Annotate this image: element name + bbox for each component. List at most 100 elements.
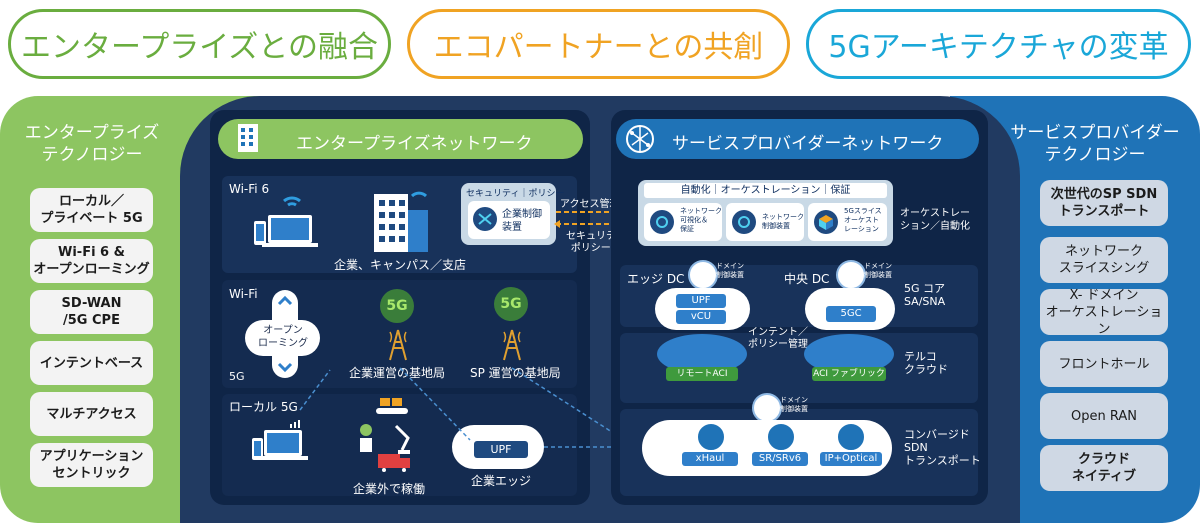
security-mgmt-line2: ポリシー管理 <box>570 243 631 254</box>
right-item-line: スライスシング <box>1058 261 1150 276</box>
left-item-wifi6: Wi-Fi 6 & オープンローミング <box>30 239 153 283</box>
office-building-icon <box>372 186 432 256</box>
intent-line1: インテント／ <box>748 327 808 338</box>
orch-line: 制御装置 <box>762 222 790 230</box>
core-line2: SA/SNA <box>904 295 946 308</box>
right-item-line: ネイティブ <box>1072 469 1136 484</box>
left-item-multiaccess: マルチアクセス <box>30 392 153 436</box>
left-title-line1: エンタープライズ <box>24 123 160 143</box>
left-item-local5g: ローカル／ プライベート 5G <box>30 188 153 232</box>
edge-upf-label: UPF <box>490 443 512 456</box>
orch-line: ネットワーク <box>680 207 722 215</box>
enterprise-edge-label: 企業エッジ <box>471 474 532 488</box>
srv6-box: SR/SRv6 <box>752 452 808 466</box>
campus-label: 企業、キャンパス／支店 <box>334 258 467 272</box>
upf-box: UPF <box>676 294 726 308</box>
left-item-line: SD-WAN <box>61 296 122 311</box>
orchestration-bar: 自動化｜オーケストレーション｜保証 <box>644 183 887 198</box>
aci-fabric-box: ACI ファブリック <box>812 367 886 381</box>
right-item-line: トランスポート <box>1058 204 1150 219</box>
sp-globe-icon <box>624 123 656 159</box>
left-item-line: Wi-Fi 6 & <box>58 245 125 260</box>
intent-label: インテント／ ポリシー管理 <box>748 327 808 351</box>
left-item-appcentric: アプリケーションセントリック <box>30 443 153 487</box>
right-item-xdomain: X- ドメインオーケストレーション <box>1040 288 1168 337</box>
wifi6-label: Wi-Fi 6 <box>229 182 270 196</box>
building-icon <box>236 122 260 158</box>
srv6-router-icon <box>768 424 794 450</box>
open-roaming-cloud <box>245 320 320 356</box>
vcu-label: vCU <box>690 311 712 322</box>
left-item-line: /5G CPE <box>63 313 120 328</box>
pill-ecopartner: エコパートナーとの共創 <box>407 9 790 79</box>
left-item-sdwan: SD-WAN/5G CPE <box>30 290 153 334</box>
edge-dc-label: エッジ DC <box>627 272 685 286</box>
left-item-line: セントリック <box>52 466 131 481</box>
5g-badge-sp: 5G <box>494 287 528 321</box>
right-item-line: クラウド <box>1077 452 1130 467</box>
transport-domain-controller-icon <box>752 393 782 423</box>
sp-tower-icon <box>498 326 526 366</box>
enterprise-title: エンタープライズネットワーク <box>296 134 533 154</box>
pill-enterprise-label: エンタープライズとの融合 <box>21 30 378 65</box>
open-roaming-line1: オープン <box>263 325 303 336</box>
access-mgmt-label: アクセス管理 <box>560 199 620 210</box>
orch-slice-label: 5Gスライス オーケスト レーション <box>844 207 882 234</box>
orch-line: 保証 <box>680 225 694 233</box>
local5g-label: ローカル 5G <box>229 400 298 414</box>
right-item-line: Open RAN <box>1071 408 1137 424</box>
orch-side-line1: オーケストレー <box>900 208 970 219</box>
left-item-line: プライベート 5G <box>40 211 143 226</box>
central-domain-label: ドメイン 制御装置 <box>864 262 892 280</box>
orch-side-line2: ション／自動化 <box>900 221 970 232</box>
orch-visibility-label: ネットワーク 可視化＆ 保証 <box>680 207 722 234</box>
security-mgmt-line1: セキュリティ／ <box>566 231 636 242</box>
controller-label-line1: 企業制御 <box>502 209 542 220</box>
slice-cube-icon <box>812 208 840 240</box>
laptop-icon <box>254 193 326 253</box>
telco-line1: テルコ <box>904 350 937 363</box>
right-title: サービスプロバイダー テクノロジー <box>1010 122 1180 166</box>
left-item-line: アプリケーション <box>39 449 144 464</box>
ipoptical-box: IP+Optical <box>820 452 882 466</box>
sp-station-label: SP 運営の基地局 <box>470 366 561 380</box>
transport-domain-label: ドメイン 制御装置 <box>780 396 808 414</box>
5gc-box: 5GC <box>826 306 876 322</box>
left-item-line: オープンローミング <box>33 262 150 277</box>
left-item-line: マルチアクセス <box>46 406 137 422</box>
right-title-line1: サービスプロバイダー <box>1010 123 1180 143</box>
orch-controller-label: ネットワーク 制御装置 <box>762 213 804 231</box>
remote-aci-box: リモートACI <box>666 367 738 381</box>
controller-icon <box>472 206 498 236</box>
controller-gear-icon <box>730 208 758 240</box>
5g-badge-text: 5G <box>500 296 522 312</box>
domain-line2: 制御装置 <box>780 405 808 413</box>
xhaul-label: xHaul <box>695 453 725 464</box>
domain-line1: ドメイン <box>780 396 808 404</box>
conv-line2: SDN <box>904 441 928 454</box>
central-dc-label: 中央 DC <box>784 272 830 286</box>
visibility-gear-icon <box>648 208 676 240</box>
orch-line: 5Gスライス <box>844 207 882 215</box>
srv6-label: SR/SRv6 <box>758 453 802 464</box>
left-item-intent: インテントベース <box>30 341 153 385</box>
right-item-cloudnative: クラウドネイティブ <box>1040 445 1168 491</box>
wifi-label: Wi-Fi <box>229 287 258 301</box>
5g-badge-text: 5G <box>386 298 408 314</box>
sp-title-bar <box>616 119 979 159</box>
local-laptop-icon <box>252 418 314 472</box>
domain-line1: ドメイン <box>864 262 892 270</box>
controller-label: 企業制御 装置 <box>502 208 542 234</box>
core-line1: 5G コア <box>904 282 946 295</box>
aci-fabric-label: ACI ファブリック <box>813 369 885 379</box>
remote-aci-label: リモートACI <box>676 369 728 379</box>
pill-ecopartner-label: エコパートナーとの共創 <box>433 30 764 65</box>
right-item-line: フロントホール <box>1058 356 1150 372</box>
right-item-line: オーケストレーション <box>1045 304 1163 337</box>
left-item-line: ローカル／ <box>58 194 124 209</box>
enterprise-title-bar <box>218 119 583 159</box>
conv-line1: コンバージド <box>904 428 970 441</box>
central-domain-controller-icon <box>836 260 866 290</box>
enterprise-station-label: 企業運営の基地局 <box>349 366 446 380</box>
right-item-slicing: ネットワークスライスシング <box>1040 237 1168 283</box>
